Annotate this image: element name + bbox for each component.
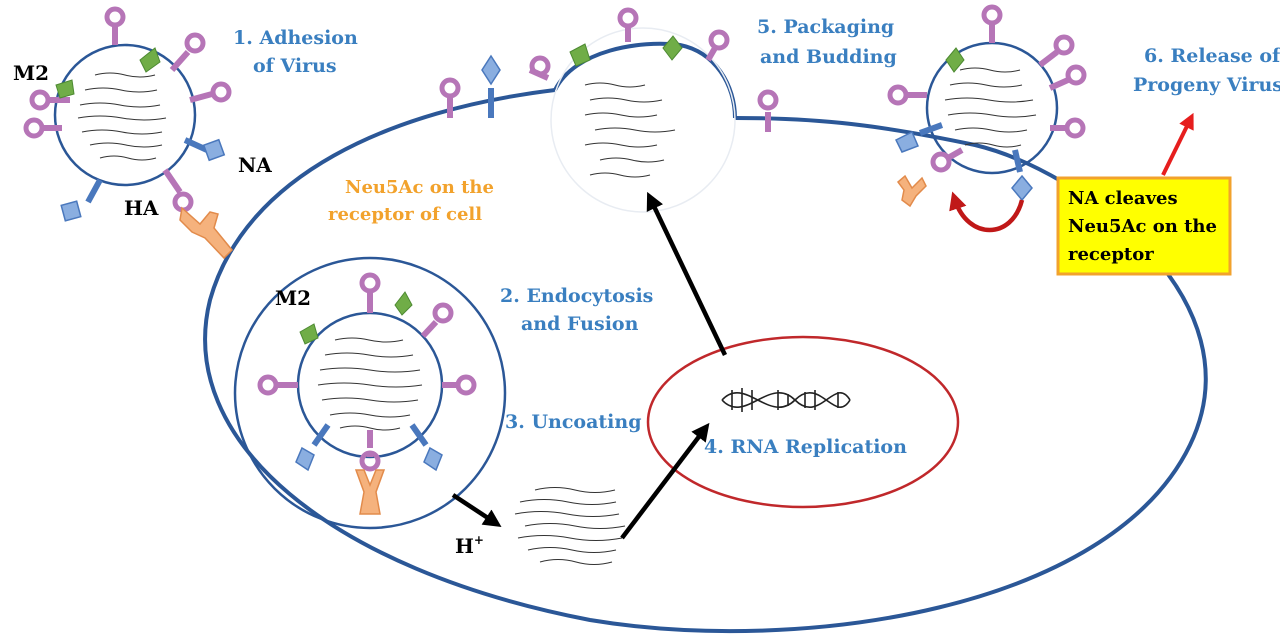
na-icon [183, 137, 226, 162]
ha-icon [1050, 117, 1086, 139]
ha-icon [887, 84, 927, 106]
step-2-label-line-2: and Fusion [521, 313, 639, 335]
ha-icon [528, 55, 551, 81]
rna-adhering [77, 72, 167, 161]
proton-arrow [451, 493, 502, 527]
m2-icon [662, 35, 683, 61]
neu5ac-label-line-1: Neu5Ac on the [345, 177, 494, 198]
step-1-label-line-2: of Virus [253, 55, 337, 77]
adhering-virion [53, 43, 197, 187]
rna-uncoated [514, 487, 626, 565]
neu5ac-label-line-2: receptor of cell [328, 204, 482, 225]
m2-icon [55, 79, 75, 99]
ha-icon [162, 168, 194, 213]
ha-icon [257, 374, 298, 396]
na-icon [1011, 149, 1033, 202]
m2-icon [394, 291, 413, 316]
receptor-icon [179, 206, 234, 260]
proton-label: H+ [455, 533, 484, 558]
ha-icon [359, 430, 381, 472]
ha-icon [705, 29, 730, 62]
ha-label: HA [124, 196, 159, 220]
na-icon [409, 423, 443, 472]
release-arrow [1161, 112, 1194, 176]
m2-icon [139, 47, 161, 73]
ha-icon [757, 89, 779, 132]
callout-line-3: receptor [1068, 244, 1154, 265]
ha-icon [981, 4, 1003, 43]
step-6-label-line-2: Progeny Virus [1133, 74, 1280, 96]
double-helix-icon [721, 388, 851, 412]
ha-icon [104, 6, 126, 45]
na-label: NA [238, 153, 272, 177]
na-icon [894, 122, 944, 153]
ha-icon [189, 81, 232, 103]
ha-icon [169, 32, 206, 72]
proton-symbol: H [455, 534, 474, 558]
receptor-icon [896, 174, 927, 208]
na-icon [481, 54, 501, 118]
step-2-label-line-1: 2. Endocytosis [500, 285, 653, 307]
na-icon [295, 423, 331, 472]
proton-superscript: + [474, 533, 484, 547]
ha-icon [1038, 34, 1075, 68]
rna-budding [584, 82, 676, 178]
step-4-label: 4. RNA Replication [704, 436, 907, 458]
m2-label-outer: M2 [13, 61, 49, 85]
step-1-label-line-1: 1. Adhesion [233, 27, 358, 49]
ha-icon [439, 77, 461, 118]
endosome [233, 256, 507, 530]
step-5-label-line-1: 5. Packaging [757, 16, 894, 38]
rna-release [944, 67, 1037, 148]
to-budding-arrow [646, 191, 728, 356]
m2-icon [299, 323, 319, 345]
callout-line-2: Neu5Ac on the [1068, 216, 1217, 237]
receptors [179, 174, 927, 515]
ha-icon [442, 374, 477, 396]
receptor-icon [354, 469, 386, 515]
step-3-label: 3. Uncoating [505, 411, 641, 433]
na-proteins [60, 54, 1033, 472]
step-6-label-line-1: 6. Release of [1144, 45, 1280, 67]
ha-proteins [23, 4, 1087, 472]
ha-icon [23, 117, 62, 139]
ha-icon [930, 147, 964, 173]
m2-label-inner: M2 [275, 286, 311, 310]
budding-virion-outline [550, 27, 736, 213]
callout-line-1: NA cleaves [1068, 188, 1178, 209]
nucleus [646, 335, 960, 509]
ha-icon [617, 7, 639, 42]
m2-icon [569, 43, 591, 67]
rna-endosome [317, 337, 423, 431]
m2-icon [945, 47, 965, 73]
na-cleaves-callout [1056, 176, 1232, 276]
ha-icon [29, 89, 70, 111]
ha-icon [1048, 64, 1087, 91]
ha-icon [420, 302, 454, 339]
step-5-label-line-2: and Budding [760, 46, 897, 68]
ha-icon [359, 272, 381, 313]
cell-membrane [203, 88, 1208, 634]
na-icon [60, 178, 103, 222]
to-nucleus-arrow [620, 422, 710, 540]
m2-proteins [55, 35, 965, 345]
cleave-curved-arrow [949, 191, 1025, 233]
